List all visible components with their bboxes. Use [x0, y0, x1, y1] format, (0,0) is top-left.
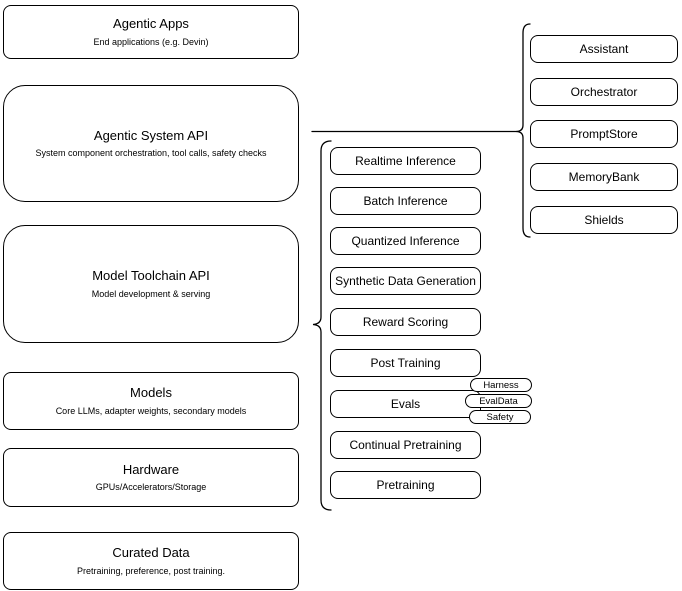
component-synthetic-data-generation: Synthetic Data Generation [330, 267, 481, 295]
component-label: Orchestrator [570, 85, 638, 99]
component-label: PromptStore [570, 127, 638, 141]
tag-label: EvalData [479, 395, 518, 407]
component-label: Post Training [370, 356, 441, 370]
component-evals: Evals [330, 390, 481, 418]
layer-subtitle: End applications (e.g. Devin) [93, 36, 209, 47]
layer-title: Hardware [122, 461, 180, 477]
layer-title: Agentic Apps [113, 16, 189, 32]
component-orchestrator: Orchestrator [530, 78, 678, 106]
component-label: Realtime Inference [355, 154, 456, 168]
component-pretraining: Pretraining [330, 471, 481, 499]
layer-agentic-system-api: Agentic System API System component orch… [3, 85, 299, 202]
component-realtime-inference: Realtime Inference [330, 147, 481, 175]
component-continual-pretraining: Continual Pretraining [330, 431, 481, 459]
layer-subtitle: Pretraining, preference, post training. [76, 565, 226, 576]
component-label: Evals [390, 397, 421, 411]
layer-models: Models Core LLMs, adapter weights, secon… [3, 372, 299, 430]
layer-subtitle: Model development & serving [91, 288, 211, 299]
component-assistant: Assistant [530, 35, 678, 63]
component-post-training: Post Training [330, 349, 481, 377]
layer-title: Agentic System API [93, 127, 209, 143]
component-label: Assistant [579, 42, 629, 56]
tag-harness: Harness [470, 378, 532, 392]
component-label: Quantized Inference [351, 234, 460, 248]
tag-label: Harness [483, 379, 519, 391]
component-memorybank: MemoryBank [530, 163, 678, 191]
layer-subtitle: Core LLMs, adapter weights, secondary mo… [55, 405, 247, 416]
layer-curated-data: Curated Data Pretraining, preference, po… [3, 532, 299, 590]
component-batch-inference: Batch Inference [330, 187, 481, 215]
component-label: MemoryBank [568, 170, 640, 184]
layer-title: Curated Data [112, 545, 190, 561]
component-label: Synthetic Data Generation [335, 274, 476, 288]
layer-title: Models [130, 385, 172, 401]
layer-subtitle: System component orchestration, tool cal… [35, 148, 267, 159]
component-label: Pretraining [376, 478, 435, 492]
tag-evaldata: EvalData [465, 394, 532, 408]
component-label: Continual Pretraining [349, 438, 462, 452]
system-components-brace [515, 23, 531, 238]
tag-label: Safety [486, 411, 514, 423]
layer-subtitle: GPUs/Accelerators/Storage [95, 482, 207, 493]
component-quantized-inference: Quantized Inference [330, 227, 481, 255]
layer-hardware: Hardware GPUs/Accelerators/Storage [3, 448, 299, 507]
component-reward-scoring: Reward Scoring [330, 308, 481, 336]
toolchain-components-brace [312, 140, 332, 511]
layer-model-toolchain-api: Model Toolchain API Model development & … [3, 225, 299, 343]
tag-safety: Safety [469, 410, 531, 424]
component-label: Reward Scoring [362, 315, 449, 329]
component-label: Batch Inference [363, 194, 448, 208]
layer-agentic-apps: Agentic Apps End applications (e.g. Devi… [3, 5, 299, 59]
component-promptstore: PromptStore [530, 120, 678, 148]
component-shields: Shields [530, 206, 678, 234]
component-label: Shields [584, 213, 624, 227]
layer-title: Model Toolchain API [92, 268, 210, 284]
